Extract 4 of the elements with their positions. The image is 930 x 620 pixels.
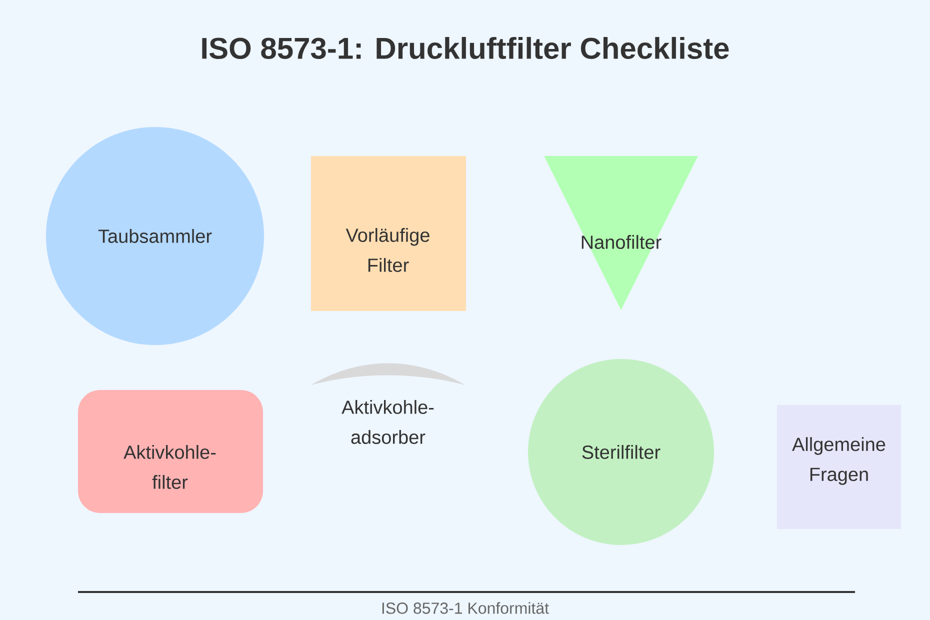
rounded-box: Aktivkohle-filter xyxy=(78,390,263,513)
caption: ISO 8573-1 Konformität xyxy=(382,602,549,614)
title: ISO 8573-1: Druckluftfilter Checkliste xyxy=(202,36,729,60)
node-label: Aktivkohle-adsorber xyxy=(342,400,434,444)
